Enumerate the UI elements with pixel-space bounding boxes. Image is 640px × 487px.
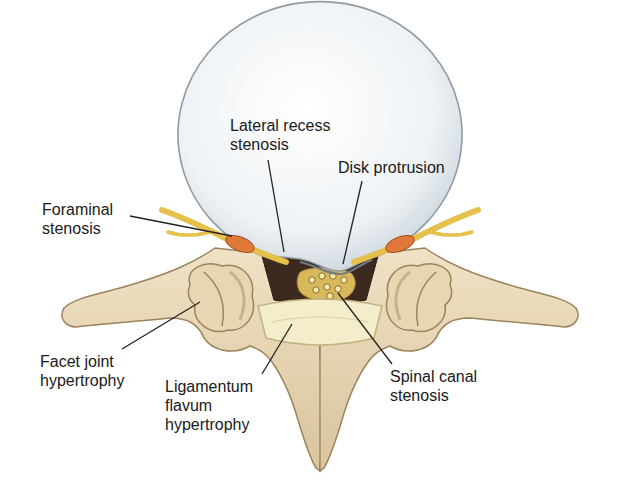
leader-line <box>262 324 292 374</box>
leader-line <box>343 181 362 264</box>
leader-lines <box>122 160 392 374</box>
facet-joint-left <box>188 264 253 331</box>
facet-shade <box>396 272 410 320</box>
nerve-rootlet <box>335 286 341 292</box>
nerve-root-branch <box>168 232 210 235</box>
callout-label: Facet joint hypertrophy <box>40 352 144 390</box>
callout-label: Disk protrusion <box>338 158 468 177</box>
facet-joint-line <box>204 272 223 326</box>
nerve-rootlet <box>341 277 347 283</box>
leader-line <box>338 293 392 364</box>
ligamentum-flavum <box>258 299 382 345</box>
facet-shade <box>230 272 244 320</box>
leader-line <box>268 160 284 252</box>
leader-line <box>122 302 200 349</box>
nerve-rootlet <box>309 277 315 283</box>
facet-joint-right <box>387 264 452 331</box>
callout-label: Spinal canal stenosis <box>390 367 500 405</box>
nerve-root-right <box>354 210 478 262</box>
nerve-roots <box>162 210 478 262</box>
leader-line <box>130 216 232 236</box>
nerve-rootlet <box>319 273 325 279</box>
nerve-root-branch <box>430 232 472 235</box>
posterior-arch <box>62 248 578 471</box>
callout-label: Lateral recess stenosis <box>230 116 342 154</box>
nerve-root-left <box>162 210 286 262</box>
nerve-rootlet <box>313 287 319 293</box>
root-ganglion <box>383 232 416 256</box>
callout-label: Foraminal stenosis <box>42 200 130 238</box>
facet-joint-line <box>417 272 436 326</box>
intervertebral-disk <box>178 2 462 271</box>
nerve-rootlet <box>324 284 330 290</box>
nerve-rootlet <box>327 293 333 299</box>
spinous-ridge <box>319 360 320 462</box>
callout-label: Ligamentum flavum hypertrophy <box>165 377 269 434</box>
ligamentum-texture <box>272 317 368 322</box>
cauda-equina <box>309 273 347 299</box>
